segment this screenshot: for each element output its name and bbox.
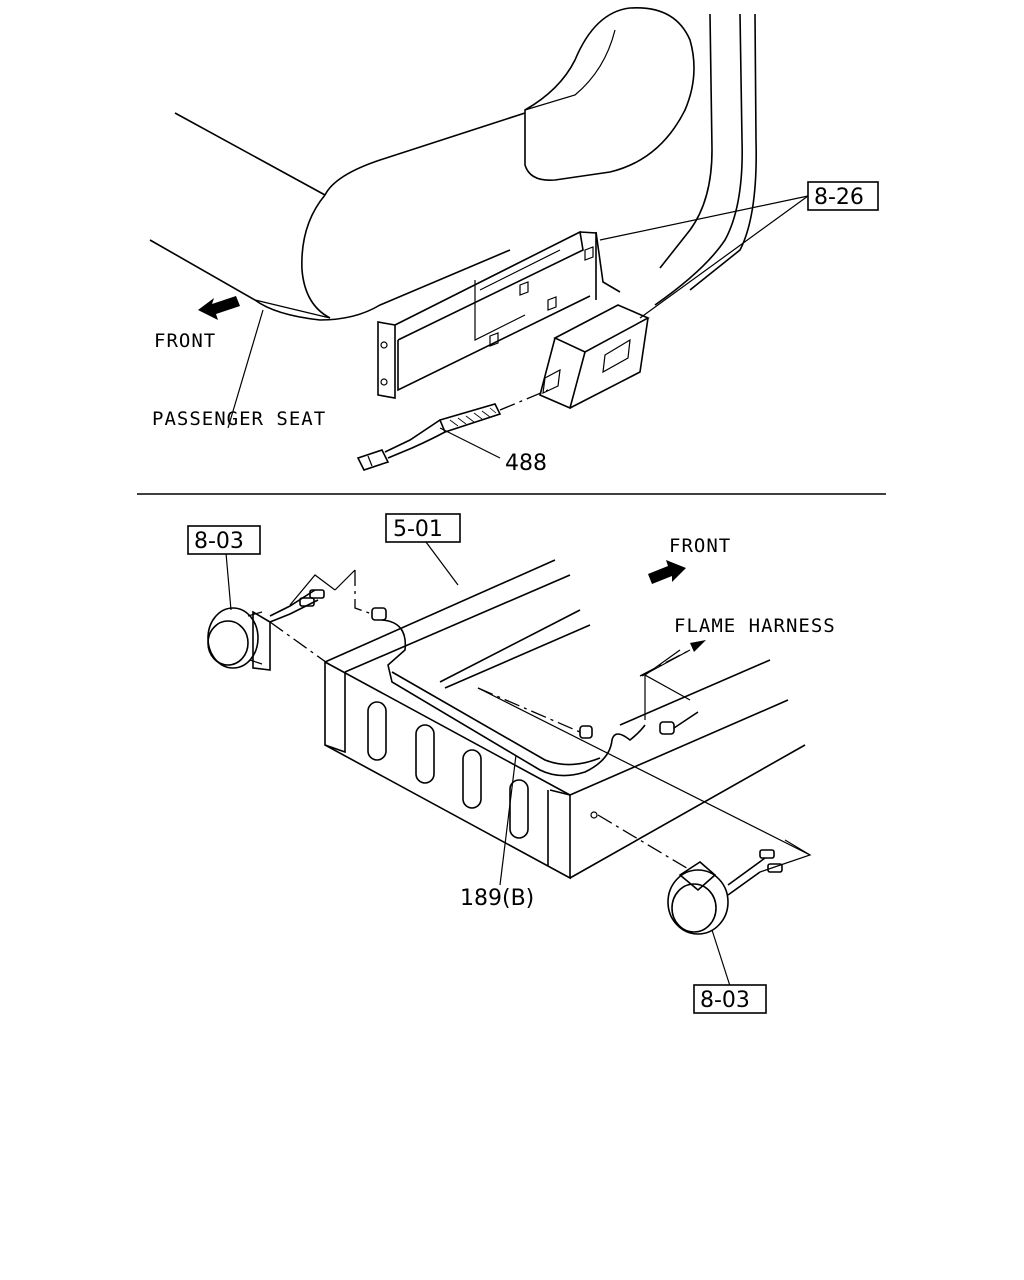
frame-crossmember-drawing bbox=[324, 559, 806, 880]
lamp-left-drawing bbox=[207, 589, 325, 671]
flame-harness-arrow-icon bbox=[641, 640, 706, 677]
front-arrow-icon-bottom bbox=[648, 560, 686, 584]
ref-8-26: 8-26 bbox=[814, 185, 864, 210]
part-number-189b: 189(B) bbox=[460, 886, 534, 911]
part-number-488: 488 bbox=[505, 451, 547, 476]
lamp-right-drawing bbox=[667, 849, 783, 935]
front-arrow-icon bbox=[198, 296, 240, 320]
ref-8-03-left: 8-03 bbox=[194, 529, 244, 554]
front-label-bottom: FRONT bbox=[669, 535, 731, 557]
passenger-seat-label: PASSENGER SEAT bbox=[152, 408, 326, 430]
ref-box-8-03-left bbox=[187, 525, 261, 555]
ref-box-8-03-right bbox=[693, 984, 767, 1014]
harness-488-drawing bbox=[356, 389, 549, 471]
front-label-top: FRONT bbox=[154, 330, 216, 352]
seat-bracket-drawing bbox=[377, 230, 597, 399]
control-unit-drawing bbox=[539, 231, 650, 410]
flame-harness-label: FLAME HARNESS bbox=[674, 615, 836, 637]
bottom-leader-lines bbox=[225, 541, 812, 987]
ref-box-8-26 bbox=[807, 181, 879, 211]
top-leader-lines bbox=[227, 195, 809, 459]
passenger-seat-drawing bbox=[149, 7, 757, 321]
ref-box-5-01 bbox=[385, 513, 461, 543]
ref-8-03-right: 8-03 bbox=[700, 988, 750, 1013]
harness-189b-drawing bbox=[371, 607, 699, 777]
ref-5-01: 5-01 bbox=[393, 517, 443, 542]
